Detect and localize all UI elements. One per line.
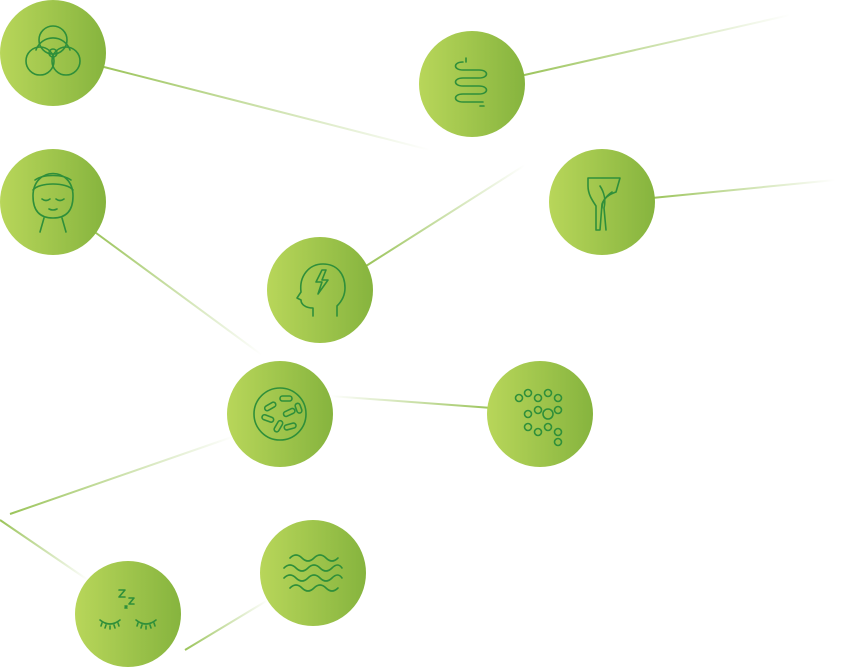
biohazard-icon [25,25,81,76]
bacteria-petri-icon [253,387,307,441]
connector-legs [651,179,836,199]
node-legs [549,149,655,255]
connector-waves [184,599,269,651]
node-bacteria [227,361,333,467]
molecule-chain-icon [514,388,563,447]
node-molecule [487,361,593,467]
connector-face [91,229,263,356]
node-waves [260,520,366,626]
node-sleep [75,561,181,667]
wavy-lines-icon [283,554,343,592]
connector-head [365,164,526,267]
node-biohazard [0,0,106,106]
node-intestine [419,31,525,137]
connector-bacteria [9,435,236,515]
intestine-icon [454,57,488,107]
connector-lines [0,14,836,651]
head-lightning-icon [296,263,346,317]
node-head [267,237,373,343]
legs-icon [587,177,621,231]
node-face [0,149,106,255]
sleeping-eyes-icon [99,589,157,630]
connector-biohazard [99,65,431,151]
connector-bacteria-molecule [329,395,493,409]
connector-sleep [0,519,89,581]
connector-intestine [519,14,791,77]
woman-face-icon [32,172,74,233]
